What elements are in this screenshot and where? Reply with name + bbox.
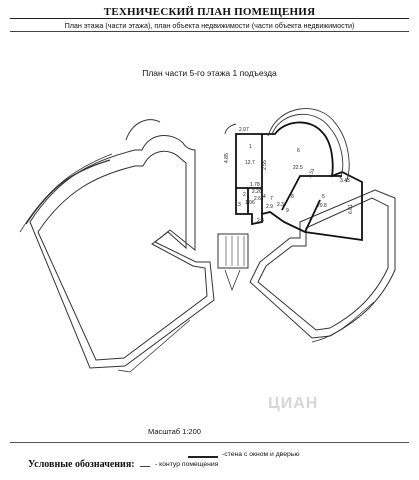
room-number: 9 xyxy=(286,208,289,214)
dimension-label: 2.26 xyxy=(252,189,262,195)
room-number: 2 xyxy=(243,192,246,198)
watermark-text: ЦИАН xyxy=(268,395,319,412)
dimension-label: 4.85 xyxy=(224,153,230,163)
room-number: 3 xyxy=(238,202,241,208)
apartment-outline xyxy=(235,121,363,242)
legend-wall-symbol xyxy=(188,456,218,458)
scale-divider xyxy=(10,442,409,443)
room-number: 5 xyxy=(322,194,325,200)
stair-core xyxy=(217,233,249,269)
apartment-bay-top xyxy=(224,123,237,135)
apartment-round-bay xyxy=(271,114,344,179)
legend-contour-label: - контур помещения xyxy=(155,461,219,468)
room-number: 6 xyxy=(297,148,300,154)
plan-heading: План части 5-го этажа 1 подъезда xyxy=(142,68,277,78)
stair-steps xyxy=(225,236,245,266)
title-divider xyxy=(10,18,409,19)
dimension-label: 6.01 xyxy=(348,204,354,214)
room-number: 7 xyxy=(270,196,273,202)
legend-wall-label: -стена с окном и дверью xyxy=(222,451,300,458)
room-number: 1 xyxy=(249,144,252,150)
left-wing-inner xyxy=(37,150,208,361)
room-area: 20.8 xyxy=(317,203,327,209)
scale-label: Масштаб 1:200 xyxy=(148,427,201,436)
left-round-bay xyxy=(125,119,161,141)
subtitle-divider xyxy=(10,31,409,32)
dimension-label: 2.3 xyxy=(277,202,284,208)
dimension-label: 2.07 xyxy=(239,127,249,133)
right-balcony xyxy=(311,301,375,343)
dimension-label: 1.06 xyxy=(245,200,255,206)
left-balcony-rail xyxy=(19,153,113,233)
right-wing-inner xyxy=(257,197,389,331)
apartment-round-bay-rail xyxy=(267,108,350,183)
room-area: 12.7 xyxy=(245,160,255,166)
dimension-label: 3.43 xyxy=(340,178,350,184)
legend-title: Условные обозначения: xyxy=(28,459,135,470)
room-number: 8 xyxy=(291,194,294,200)
stair-down xyxy=(224,269,241,292)
right-balcony-ledge xyxy=(117,319,191,373)
dimension-label: 2.4 xyxy=(257,218,264,224)
dimension-label: 1.78 xyxy=(250,182,260,188)
dimension-label: 2.55 xyxy=(262,160,268,170)
room-area: 22.5 xyxy=(293,165,303,171)
document-subtitle: План этажа (части этажа), план объекта н… xyxy=(64,21,355,30)
document-title: ТЕХНИЧЕСКИЙ ПЛАН ПОМЕЩЕНИЯ xyxy=(103,6,316,18)
right-wing-outline xyxy=(249,189,396,339)
room-area: 2.6 xyxy=(254,196,261,202)
room-area: 2.9 xyxy=(266,204,273,210)
plan-labels: 2.07 4.85 2.55 3.51 3.43 6.01 1.78 2.26 … xyxy=(224,127,354,224)
left-balcony xyxy=(25,159,111,225)
room-number: 4 xyxy=(263,194,266,200)
legend-contour-symbol xyxy=(140,466,150,467)
dimension-label: 3.51 xyxy=(307,167,316,178)
